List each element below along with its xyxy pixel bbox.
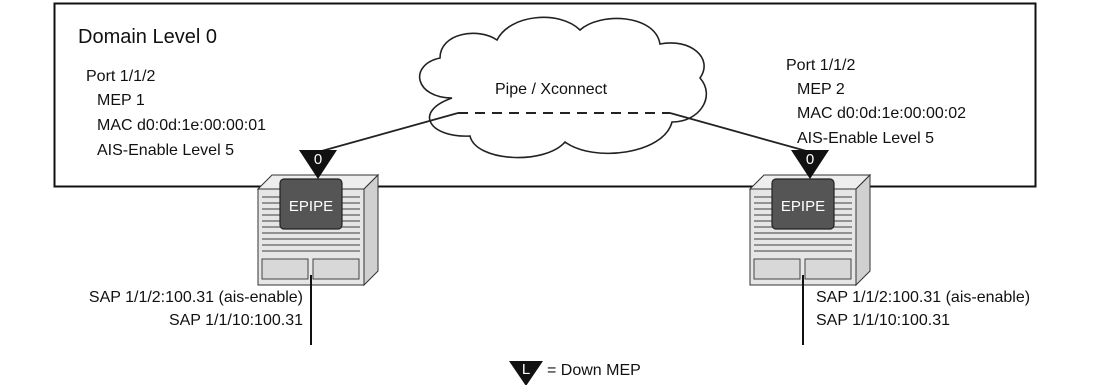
right-down-mep-icon: 0	[791, 150, 829, 179]
left-service-label: EPIPE	[289, 198, 333, 215]
pipe-right-segment	[669, 112, 811, 153]
legend-symbol-letter: L	[522, 361, 530, 378]
left-port-label: Port 1/1/2	[86, 68, 155, 85]
cloud-shape	[418, 16, 708, 159]
left-sap-2-label: SAP 1/1/10:100.31	[169, 312, 303, 329]
cloud-label: Pipe / Xconnect	[495, 81, 608, 98]
left-router-icon: EPIPE	[257, 174, 379, 286]
left-down-mep-icon: 0	[299, 150, 337, 179]
left-mep-label: MEP 1	[97, 92, 145, 109]
right-service-label: EPIPE	[781, 198, 825, 215]
right-sap-1-label: SAP 1/1/2:100.31 (ais-enable)	[816, 289, 1030, 306]
pipe-left-segment	[317, 112, 459, 153]
left-mac-label: MAC d0:0d:1e:00:00:01	[97, 117, 266, 134]
domain-label: Domain Level 0	[78, 26, 217, 48]
right-mep-level: 0	[806, 151, 814, 168]
legend-text: = Down MEP	[547, 362, 641, 379]
right-ais-label: AIS-Enable Level 5	[797, 130, 934, 147]
right-mac-label: MAC d0:0d:1e:00:00:02	[797, 105, 966, 122]
right-router-icon: EPIPE	[749, 174, 871, 286]
legend: L = Down MEP	[509, 361, 641, 385]
right-mep-label: MEP 2	[797, 81, 845, 98]
right-sap-2-label: SAP 1/1/10:100.31	[816, 312, 950, 329]
left-mep-level: 0	[314, 151, 322, 168]
legend-down-mep-icon	[509, 361, 543, 385]
right-port-label: Port 1/1/2	[786, 57, 855, 74]
left-sap-1-label: SAP 1/1/2:100.31 (ais-enable)	[89, 289, 303, 306]
left-ais-label: AIS-Enable Level 5	[97, 142, 234, 159]
